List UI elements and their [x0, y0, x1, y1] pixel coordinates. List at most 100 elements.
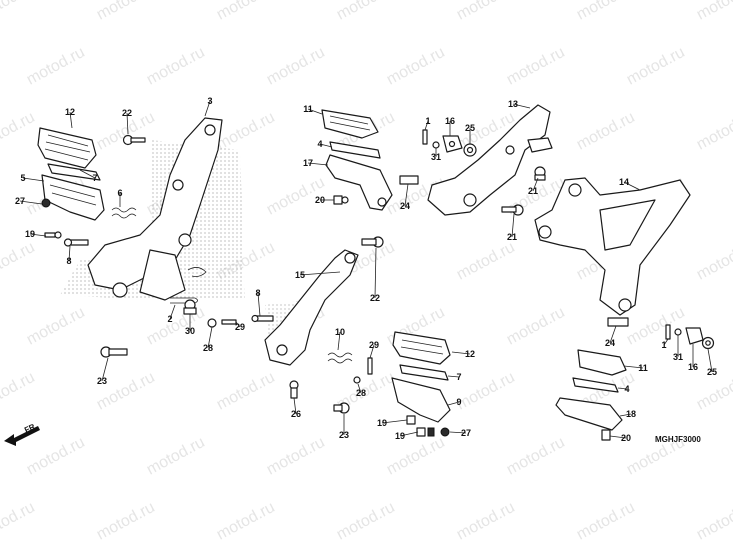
- pin-8-center: [251, 314, 274, 323]
- plate-4-lower: [572, 377, 619, 393]
- callout-label-25: 25: [465, 123, 475, 133]
- watermark-text: motod.ru: [504, 304, 568, 349]
- leader-line-20: [609, 435, 627, 439]
- watermark-text: motod.ru: [574, 499, 638, 544]
- watermark-text: motod.ru: [454, 499, 518, 544]
- leader-line-12: [69, 111, 73, 129]
- watermark-text: motod.ru: [144, 44, 208, 89]
- leader-line-23: [101, 357, 109, 382]
- callout-label-16: 16: [688, 362, 698, 372]
- watermark-text: motod.ru: [0, 0, 38, 24]
- step-holder-13: [427, 104, 553, 216]
- cotter-29-center: [367, 357, 373, 375]
- front-direction-arrow: FR.: [4, 421, 40, 446]
- leader-line-7: [447, 375, 460, 378]
- callout-label-19: 19: [25, 229, 35, 239]
- watermark-text: motod.ru: [94, 0, 158, 24]
- watermark-text: motod.ru: [0, 109, 38, 154]
- watermark-text: motod.ru: [694, 499, 733, 544]
- watermark-text: motod.ru: [214, 109, 278, 154]
- callout-label-20: 20: [621, 433, 631, 443]
- callout-label-21: 21: [528, 186, 538, 196]
- leader-line-2: [169, 304, 176, 320]
- pin-8-left: [63, 238, 89, 247]
- watermark-text: motod.ru: [384, 44, 448, 89]
- callout-label-1: 1: [661, 340, 666, 350]
- watermark-text: motod.ru: [24, 434, 88, 479]
- callout-label-29: 29: [369, 340, 379, 350]
- watermark-text: motod.ru: [214, 369, 278, 414]
- bolt-22-left: [122, 134, 146, 146]
- callout-label-23: 23: [339, 430, 349, 440]
- washer-28-center: [353, 376, 361, 384]
- leader-line-22: [126, 112, 129, 135]
- callout-label-2: 2: [167, 314, 172, 324]
- leader-line-27: [19, 200, 43, 205]
- step-holder-14: [534, 177, 691, 316]
- watermark-text: motod.ru: [334, 499, 398, 544]
- leader-line-19: [29, 233, 47, 237]
- callout-label-8: 8: [66, 256, 71, 266]
- nut-16-upper: [442, 135, 463, 153]
- clip-left: [187, 267, 207, 277]
- callout-label-31: 31: [431, 152, 441, 162]
- watermark-text: motod.ru: [214, 0, 278, 24]
- footpeg-rubber-11-lower: [577, 349, 627, 376]
- direction-label: FR.: [23, 421, 38, 435]
- leader-line-29: [369, 344, 375, 359]
- callout-label-30: 30: [185, 326, 195, 336]
- callout-label-14: 14: [619, 177, 629, 187]
- watermark-text: motod.ru: [214, 499, 278, 544]
- leader-line-11: [623, 365, 644, 369]
- leader-line-25: [707, 348, 713, 373]
- watermark-text: motod.ru: [144, 304, 208, 349]
- callout-label-7: 7: [456, 372, 461, 382]
- bolt-27-lower: [440, 427, 450, 437]
- watermark-text: motod.ru: [454, 239, 518, 284]
- footpeg-rubber-left: [37, 127, 97, 169]
- watermark-text: motod.ru: [0, 499, 38, 544]
- callout-label-13: 13: [508, 99, 518, 109]
- callout-label-21: 21: [507, 232, 517, 242]
- callout-label-9: 9: [456, 397, 461, 407]
- callout-label-10: 10: [335, 327, 345, 337]
- callout-label-19: 19: [377, 418, 387, 428]
- callout-label-6: 6: [117, 188, 122, 198]
- bolt-22-center: [361, 236, 384, 248]
- leader-line-26: [293, 397, 297, 415]
- leader-line-19: [399, 431, 419, 437]
- callout-label-12: 12: [65, 107, 75, 117]
- bolt-19-lower-a: [406, 415, 416, 425]
- bolt-19-left: [44, 231, 62, 239]
- callout-label-3: 3: [207, 96, 212, 106]
- callout-label-11: 11: [303, 104, 313, 114]
- footpeg-18: [555, 397, 623, 431]
- diagram-code: MGHJF3000: [655, 435, 701, 444]
- watermark-text: motod.ru: [694, 239, 733, 284]
- leader-line-27: [449, 431, 467, 434]
- leader-line-24: [404, 183, 409, 207]
- callout-label-20: 20: [315, 195, 325, 205]
- watermark-text: motod.ru: [264, 434, 328, 479]
- callout-label-5: 5: [20, 173, 25, 183]
- watermark-text: motod.ru: [384, 434, 448, 479]
- bolt-20-upper: [333, 195, 349, 205]
- leader-line-21: [532, 177, 539, 192]
- plate-4-upper: [329, 141, 381, 159]
- bolt-19-lower-c: [427, 427, 435, 437]
- footpeg-rubber-12-lower: [392, 331, 451, 365]
- watermark-text: motod.ru: [24, 44, 88, 89]
- spring-10: [327, 352, 353, 364]
- leader-line-22: [374, 247, 377, 299]
- watermark-text: motod.ru: [24, 304, 88, 349]
- watermark-text: motod.ru: [694, 109, 733, 154]
- leader-line-29: [235, 321, 241, 328]
- leader-line-14: [623, 181, 641, 191]
- leader-line-1: [424, 120, 429, 131]
- callout-label-16: 16: [445, 116, 455, 126]
- bolt-23-center: [333, 402, 350, 414]
- bolt-1-lower: [665, 324, 671, 340]
- callout-label-4: 4: [317, 139, 322, 149]
- leader-line-21: [511, 213, 515, 238]
